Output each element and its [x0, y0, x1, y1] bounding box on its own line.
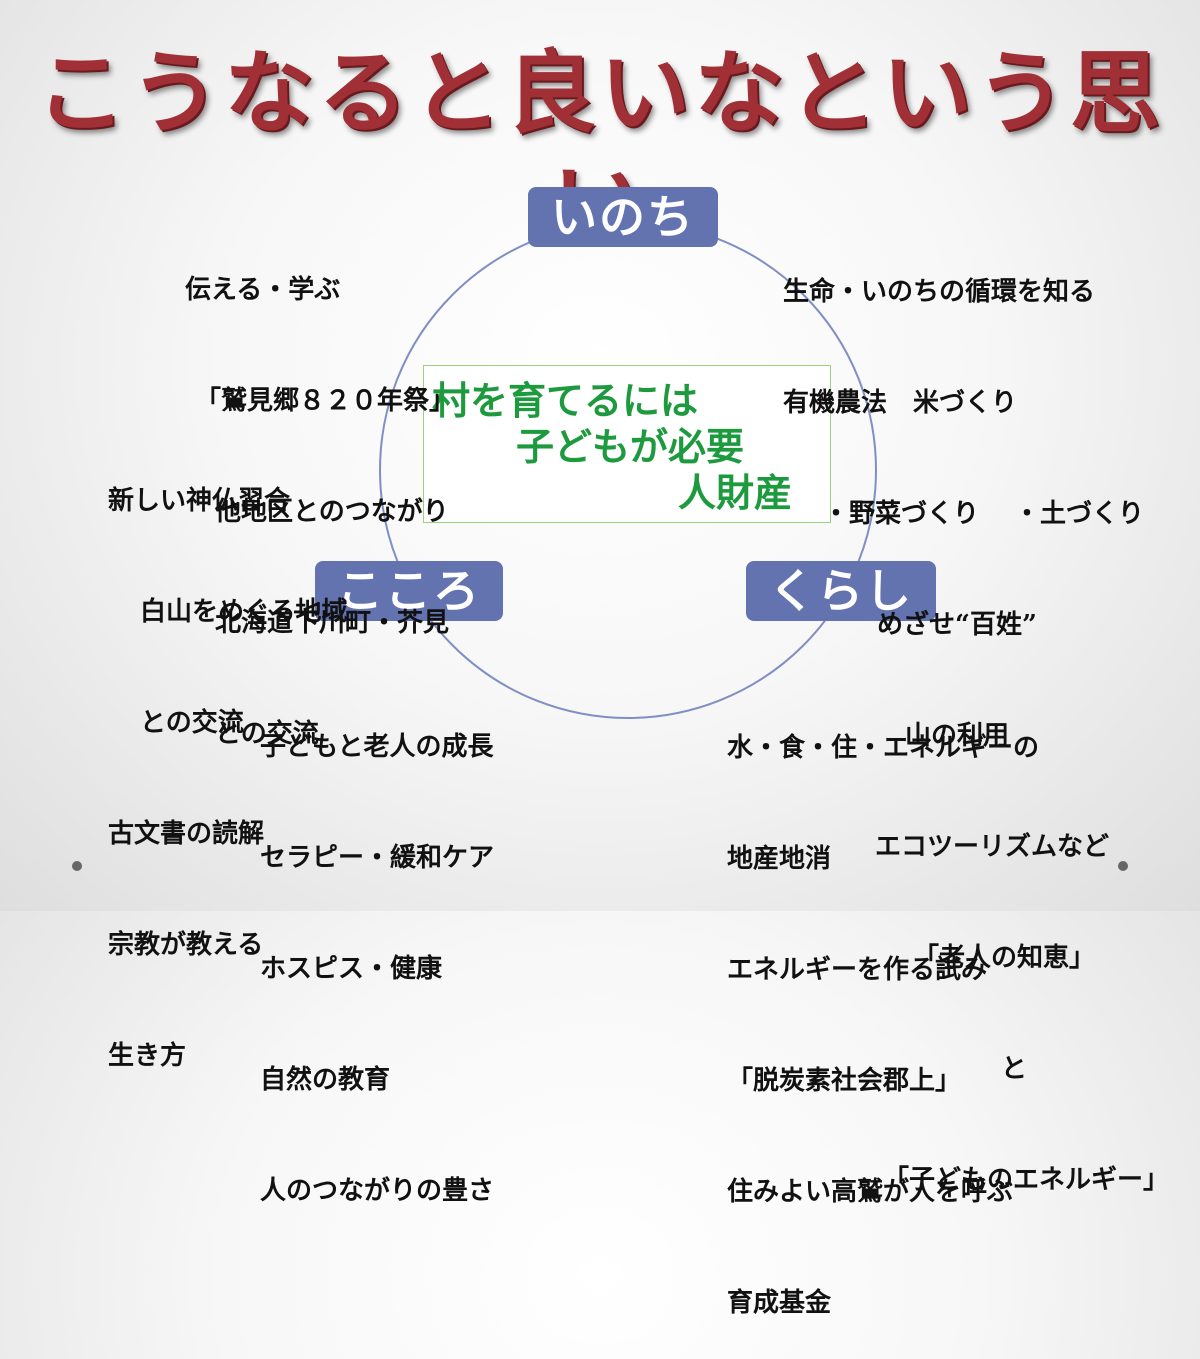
- bottom-left-line: 子どもと老人の成長: [260, 732, 494, 762]
- top-left-line: 「鷲見郷８２０年祭」: [195, 386, 456, 416]
- mid-left-line: との交流: [140, 708, 244, 738]
- top-left-text: 伝える・学ぶ 「鷲見郷８２０年祭」 他地区とのつながり 北海道下川町・芥見 との…: [185, 198, 455, 790]
- node-kokoro: こころ: [315, 561, 503, 621]
- bottom-right-line: エネルギーを作る試み: [727, 955, 988, 985]
- bottom-left-line: セラピー・緩和ケア: [260, 843, 495, 873]
- top-right-line: エコツーリズムなど: [875, 832, 1110, 862]
- center-line-3: 人財産: [678, 470, 793, 515]
- bottom-right-line: 住みよい高鷲が人を呼ぶ: [727, 1177, 1014, 1207]
- center-line-2: 子どもが必要: [516, 424, 745, 469]
- bottom-left-line: 人のつながりの豊さ: [260, 1176, 495, 1206]
- bottom-left-line: 自然の教育: [260, 1065, 391, 1095]
- center-message-box: 村を育てるには 子どもが必要 人財産: [423, 365, 831, 523]
- top-right-line: 有機農法 米づくり: [783, 388, 1018, 418]
- bottom-left-text: 子どもと老人の成長 セラピー・緩和ケア ホスピス・健康 自然の教育 人のつながり…: [260, 655, 494, 1247]
- corner-dot-left: [72, 861, 82, 871]
- mid-left-line: 白山をめぐる地域: [140, 597, 348, 627]
- bottom-right-line: 「脱炭素社会郡上」: [727, 1066, 962, 1096]
- top-right-line: ・野菜づくり ・土づくり: [823, 499, 1145, 529]
- top-left-line: 伝える・学ぶ: [185, 275, 341, 305]
- node-kurashi: くらし: [746, 561, 936, 621]
- mid-left-line: 古文書の読解: [108, 819, 265, 849]
- node-inochi: いのち: [528, 187, 718, 247]
- top-right-line: 山の利用: [905, 721, 1010, 751]
- bottom-right-line: 育成基金: [727, 1288, 832, 1318]
- top-left-line: との交流: [215, 719, 319, 749]
- mid-left-line: 新しい神仏習合: [108, 486, 291, 516]
- top-right-line: めざせ“百姓”: [877, 610, 1037, 640]
- bottom-left-line: ホスピス・健康: [260, 954, 443, 984]
- center-line-1: 村を育てるには: [432, 378, 699, 423]
- corner-dot-right: [1118, 861, 1128, 871]
- bottom-right-line: 地産地消: [727, 844, 832, 874]
- bottom-right-text: 水・食・住・エネルギーの 地産地消 エネルギーを作る試み 「脱炭素社会郡上」 住…: [727, 656, 1039, 1359]
- top-left-line: 他地区とのつながり: [215, 497, 449, 527]
- top-left-line: 北海道下川町・芥見: [215, 608, 450, 638]
- bottom-right-line: 水・食・住・エネルギーの: [727, 733, 1040, 763]
- top-right-line: 生命・いのちの循環を知る: [783, 277, 1096, 307]
